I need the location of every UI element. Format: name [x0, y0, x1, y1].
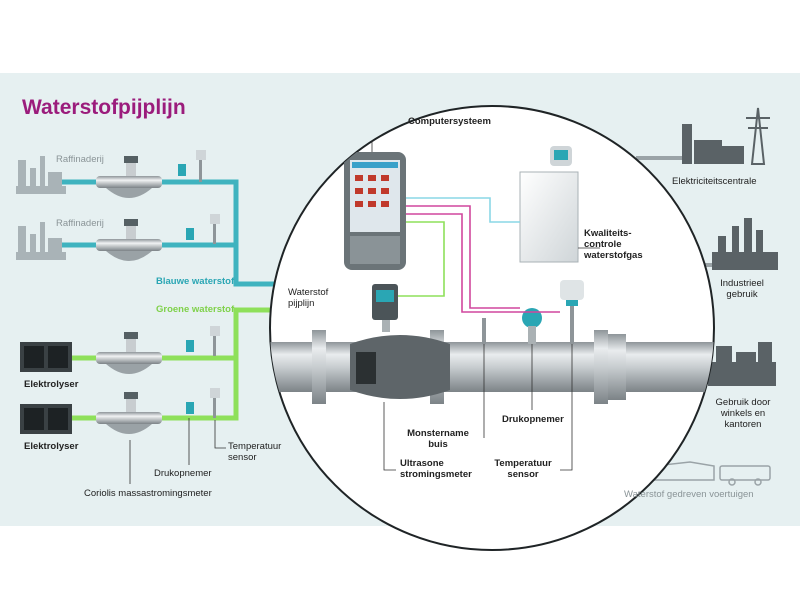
green-hydrogen-lines — [60, 307, 300, 421]
refinery-icon — [16, 156, 66, 194]
label-hydrogen-pipeline: Waterstof pijplijn — [288, 287, 329, 309]
label-shops-offices: Gebruik door winkels en kantoren — [715, 397, 771, 430]
main-pipe — [270, 330, 714, 404]
coriolis-meter-icon — [96, 388, 220, 434]
ultrasonic-flowmeter-icon — [372, 284, 398, 332]
label-industrial-use: Industrieel gebruik — [720, 278, 764, 300]
coriolis-meter-icon — [96, 214, 220, 261]
label-pressure-sensor-circle: Drukopnemer — [502, 414, 564, 425]
label-blue-hydrogen: Blauwe waterstof — [156, 276, 235, 287]
circle-leader-lines — [371, 130, 573, 471]
label-pressure-sensor-left: Drukopnemer — [154, 468, 212, 479]
coriolis-meter-icon — [96, 150, 206, 198]
sampling-tube-icon — [482, 318, 486, 344]
refinery-icon — [16, 222, 66, 260]
label-temperature-sensor-left: Temperatuur sensor — [228, 441, 282, 463]
offices-icon — [708, 342, 776, 386]
label-ultrasonic-flowmeter: Ultrasone stromingsmeter — [400, 458, 472, 480]
left-leader-lines — [129, 418, 226, 484]
label-electrolyser-1: Elektrolyser — [24, 379, 79, 390]
electrolyser-icon — [20, 404, 72, 434]
label-coriolis-meter: Coriolis massastromingsmeter — [84, 488, 212, 499]
label-temperature-sensor-circle: Temperatuur sensor — [494, 458, 552, 480]
temperature-sensor-icon — [560, 280, 584, 344]
label-quality-control: Kwaliteits- controle waterstofgas — [584, 228, 643, 261]
label-refinery-1: Raffinaderij — [56, 154, 104, 165]
quality-control-cabinet-icon — [519, 146, 579, 263]
label-green-hydrogen: Groene waterstof — [156, 304, 235, 315]
electrolyser-icon — [20, 342, 72, 372]
vehicles-icon — [653, 461, 771, 486]
coriolis-meter-icon — [96, 326, 220, 374]
label-power-plant: Elektriciteitscentrale — [672, 176, 757, 187]
power-plant-icon — [682, 107, 770, 165]
detail-circle — [269, 105, 715, 551]
label-sampling-tube: Monstername buis — [407, 428, 469, 450]
computer-system-icon — [344, 152, 406, 270]
page-title: Waterstofpijplijn — [22, 96, 186, 119]
factory-icon — [712, 218, 778, 270]
signal-lines — [398, 197, 600, 313]
blue-hydrogen-lines — [60, 179, 300, 287]
label-refinery-2: Raffinaderij — [56, 218, 104, 229]
label-electrolyser-2: Elektrolyser — [24, 441, 79, 452]
label-hydrogen-vehicles: Waterstof gedreven voertuigen — [624, 489, 754, 500]
pressure-sensor-icon — [522, 308, 542, 344]
label-computer-system: Computersysteem — [408, 116, 491, 127]
